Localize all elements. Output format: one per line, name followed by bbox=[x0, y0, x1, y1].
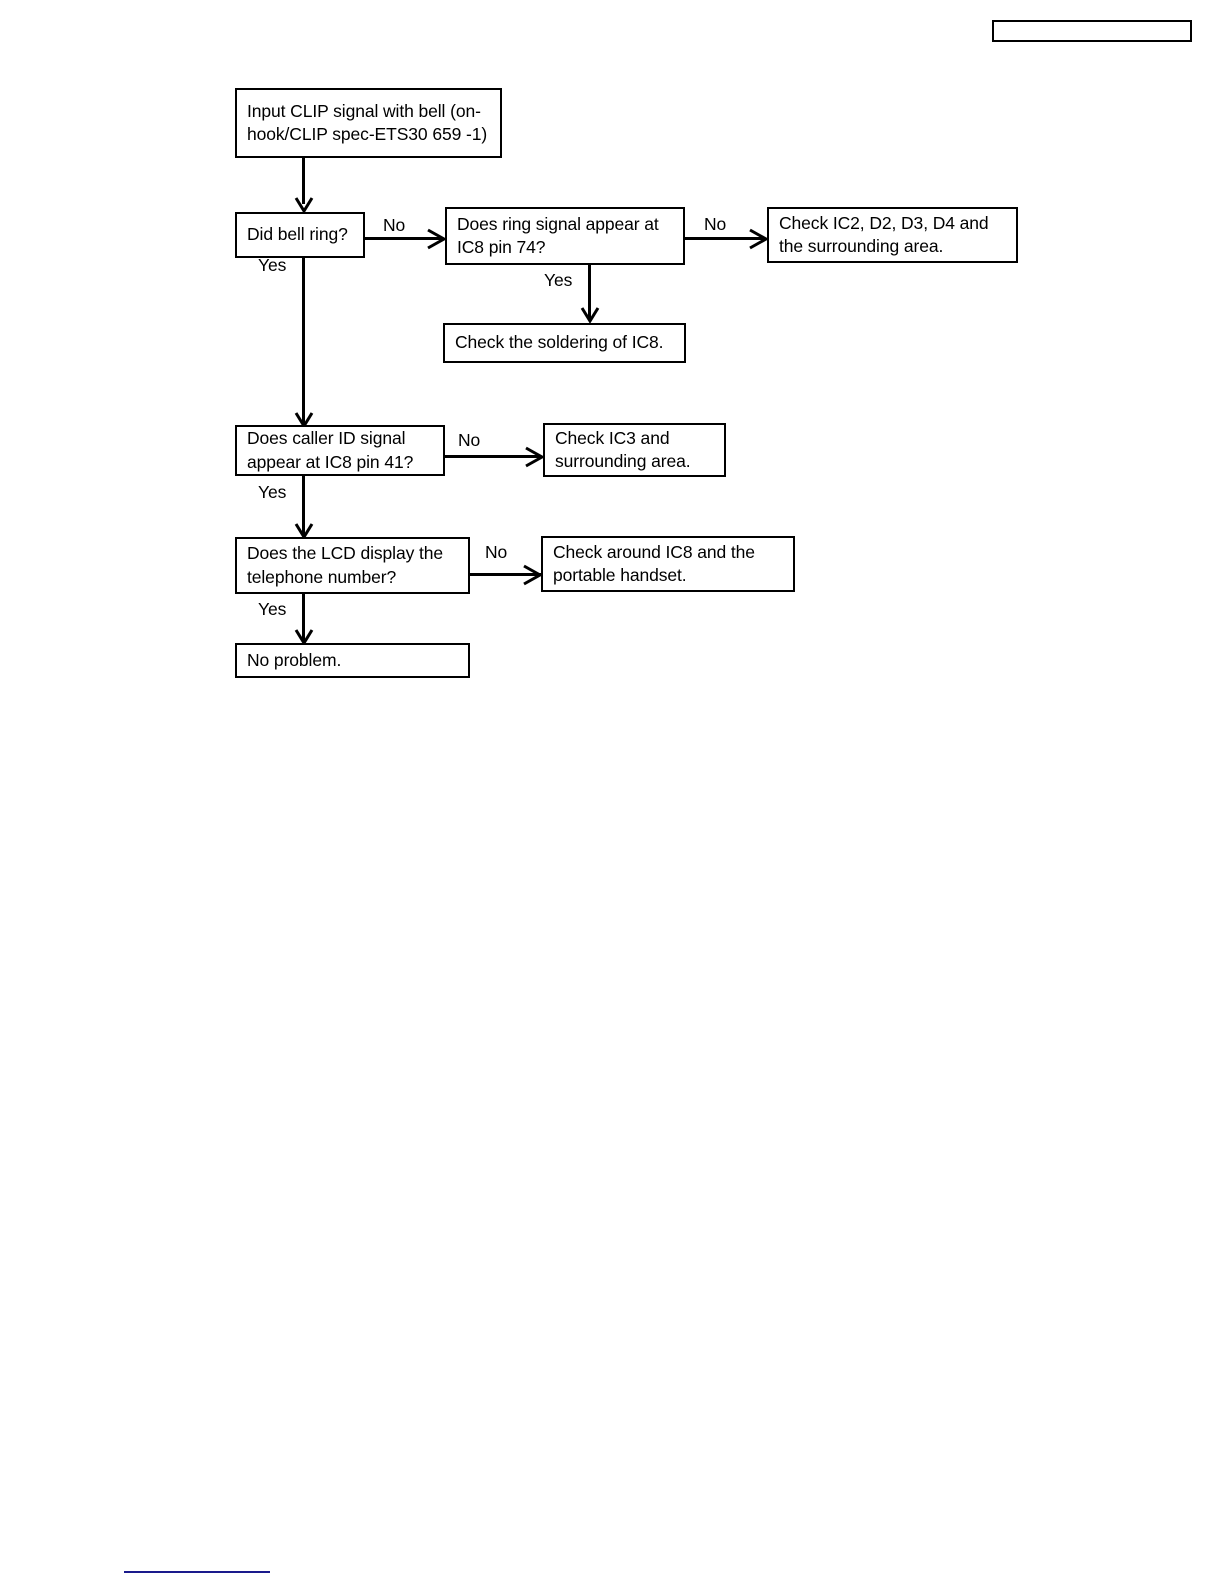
node-check-soldering-ic8-label: Check the soldering of IC8. bbox=[455, 332, 664, 353]
node-lcd-display-number-label: Does the LCD display the telephone numbe… bbox=[247, 543, 444, 587]
edge-label-no-lcd: No bbox=[485, 542, 508, 562]
node-no-problem-label: No problem. bbox=[247, 649, 342, 670]
header-empty-box bbox=[992, 20, 1192, 42]
arrowhead-right-to-check-ic3 bbox=[525, 446, 546, 468]
node-check-ic2-d2-d3-d4-label: Check IC2, D2, D3, D4 and the surroundin… bbox=[779, 212, 989, 256]
node-check-ic8-handset-label: Check around IC8 and the portable handse… bbox=[553, 541, 755, 585]
edge-label-yes-caller-id: Yes bbox=[258, 482, 287, 502]
node-check-ic2-d2-d3-d4[interactable]: Check IC2, D2, D3, D4 and the surroundin… bbox=[767, 207, 1018, 263]
node-lcd-display-number[interactable]: Does the LCD display the telephone numbe… bbox=[235, 537, 470, 594]
node-ring-signal-ic8-74[interactable]: Does ring signal appear at IC8 pin 74? bbox=[445, 207, 685, 265]
edge-label-yes-lcd: Yes bbox=[258, 599, 287, 619]
edge-label-yes-ring-signal: Yes bbox=[544, 270, 573, 290]
connector-caller-id-yes-down bbox=[302, 476, 305, 536]
node-caller-id-ic8-41-label: Does caller ID signal appear at IC8 pin … bbox=[247, 428, 414, 472]
node-check-ic3[interactable]: Check IC3 and surrounding area. bbox=[543, 423, 726, 477]
footer-rule bbox=[124, 1571, 270, 1573]
node-ring-signal-ic8-74-label: Does ring signal appear at IC8 pin 74? bbox=[457, 213, 659, 257]
node-did-bell-ring-label: Did bell ring? bbox=[247, 224, 348, 245]
arrowhead-down-to-check-soldering bbox=[580, 307, 600, 324]
node-caller-id-ic8-41[interactable]: Does caller ID signal appear at IC8 pin … bbox=[235, 425, 445, 476]
arrowhead-right-to-ring-signal bbox=[427, 228, 448, 250]
connector-start-to-bell bbox=[302, 158, 305, 204]
node-start[interactable]: Input CLIP signal with bell (on- hook/CL… bbox=[235, 88, 502, 158]
connector-bell-no-right bbox=[365, 237, 442, 240]
edge-label-no-bell: No bbox=[383, 215, 406, 235]
connector-ring-signal-no-right bbox=[685, 237, 764, 240]
arrowhead-right-to-check-handset bbox=[523, 564, 544, 586]
node-start-label: Input CLIP signal with bell (on- hook/CL… bbox=[247, 100, 488, 144]
node-check-ic8-handset[interactable]: Check around IC8 and the portable handse… bbox=[541, 536, 795, 592]
arrowhead-right-to-check-ic2 bbox=[749, 228, 770, 250]
connector-caller-id-no-right bbox=[445, 455, 541, 458]
node-check-soldering-ic8[interactable]: Check the soldering of IC8. bbox=[443, 323, 686, 363]
edge-label-no-ring-signal: No bbox=[704, 214, 727, 234]
node-did-bell-ring[interactable]: Did bell ring? bbox=[235, 212, 365, 258]
node-no-problem[interactable]: No problem. bbox=[235, 643, 470, 678]
edge-label-no-caller-id: No bbox=[458, 430, 481, 450]
connector-lcd-yes-down bbox=[302, 594, 305, 642]
arrowhead-down-to-bell bbox=[294, 197, 314, 214]
connector-bell-yes-down bbox=[302, 258, 305, 426]
edge-label-yes-bell: Yes bbox=[258, 255, 287, 275]
connector-ring-signal-yes-down bbox=[588, 265, 591, 320]
node-check-ic3-label: Check IC3 and surrounding area. bbox=[555, 427, 691, 471]
connector-lcd-no-right bbox=[470, 573, 542, 576]
